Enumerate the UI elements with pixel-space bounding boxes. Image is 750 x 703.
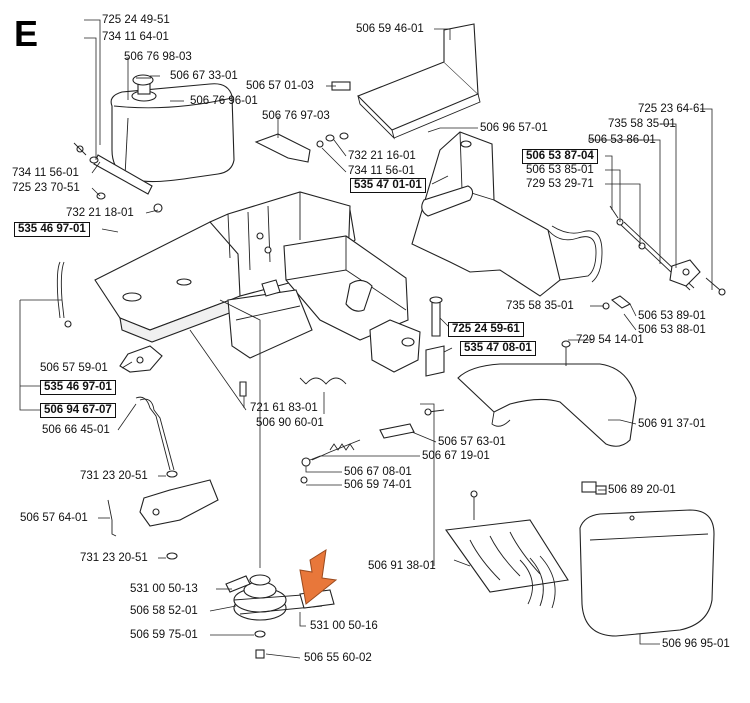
part-number-label: 732 21 16-01 xyxy=(348,150,416,162)
part-number-label: 735 58 35-01 xyxy=(506,300,574,312)
part-number-label: 731 23 20-51 xyxy=(80,470,148,482)
part-number-label-boxed: 506 53 87-04 xyxy=(522,149,598,164)
part-number-label: 506 67 08-01 xyxy=(344,466,412,478)
part-number-label-boxed: 725 24 59-61 xyxy=(448,322,524,337)
part-number-label: 506 76 98-03 xyxy=(124,51,192,63)
part-number-label: 729 53 29-71 xyxy=(526,178,594,190)
pointer-arrow-icon xyxy=(299,549,338,605)
part-number-label: 506 96 95-01 xyxy=(662,638,730,650)
part-number-label: 506 57 01-03 xyxy=(246,80,314,92)
part-number-label: 734 11 56-01 xyxy=(348,165,415,177)
front-side-panel xyxy=(579,481,715,637)
part-number-label: 506 76 96-01 xyxy=(190,95,258,107)
part-number-label: 506 66 45-01 xyxy=(42,424,110,436)
part-number-label: 506 89 20-01 xyxy=(608,484,676,496)
part-number-label-boxed: 535 47 01-01 xyxy=(350,178,426,193)
pivot-plate xyxy=(369,296,445,377)
part-number-label: 506 59 74-01 xyxy=(344,479,412,491)
rear-cover xyxy=(457,340,637,447)
part-number-label-boxed: 535 46 97-01 xyxy=(40,380,116,395)
part-number-label: 506 67 19-01 xyxy=(422,450,490,462)
part-number-label: 731 23 20-51 xyxy=(80,552,148,564)
part-number-label: 506 76 97-03 xyxy=(262,110,330,122)
part-number-label: 531 00 50-13 xyxy=(130,583,198,595)
part-number-label-boxed: 535 47 08-01 xyxy=(460,341,536,356)
part-number-label: 506 90 60-01 xyxy=(256,417,324,429)
grille-guard xyxy=(445,490,569,609)
part-number-label: 734 11 64-01 xyxy=(102,31,169,43)
part-number-label: 732 21 18-01 xyxy=(66,207,134,219)
section-letter: E xyxy=(14,13,39,54)
part-number-label: 506 55 60-02 xyxy=(304,652,372,664)
part-number-label-boxed: 506 94 67-07 xyxy=(40,403,116,418)
part-number-label: 506 91 37-01 xyxy=(638,418,706,430)
part-number-label: 506 59 75-01 xyxy=(130,629,198,641)
part-number-label: 506 91 38-01 xyxy=(368,560,436,572)
part-number-label: 506 53 88-01 xyxy=(638,324,706,336)
part-number-label: 506 57 64-01 xyxy=(20,512,88,524)
part-number-label: 506 53 86-01 xyxy=(588,134,656,146)
part-number-label: 734 11 56-01 xyxy=(12,167,79,179)
part-number-label: 506 96 57-01 xyxy=(480,122,548,134)
seat-pan xyxy=(331,23,481,140)
part-number-label: 506 57 63-01 xyxy=(438,436,506,448)
part-number-label: 506 57 59-01 xyxy=(40,362,108,374)
part-number-label: 531 00 50-16 xyxy=(310,620,378,632)
part-number-label: 725 24 49-51 xyxy=(102,14,170,26)
part-number-label: 506 58 52-01 xyxy=(130,605,198,617)
leader-lines xyxy=(19,19,713,659)
main-frame xyxy=(94,131,603,359)
part-number-label: 506 59 46-01 xyxy=(356,23,424,35)
spring-and-links xyxy=(239,377,445,484)
part-number-label: 721 61 83-01 xyxy=(250,402,318,414)
part-number-label: 725 23 70-51 xyxy=(12,182,80,194)
part-number-label: 729 54 14-01 xyxy=(576,334,644,346)
link-rods xyxy=(56,261,219,560)
part-number-label: 506 53 85-01 xyxy=(526,164,594,176)
part-number-label: 725 23 64-61 xyxy=(638,103,706,115)
part-number-label: 506 67 33-01 xyxy=(170,70,238,82)
fuel-tank xyxy=(110,74,235,183)
tank-bracket-right xyxy=(254,132,349,163)
part-number-label: 735 58 35-01 xyxy=(608,118,676,130)
rear-lever-assembly xyxy=(602,205,726,310)
part-number-label-boxed: 535 46 97-01 xyxy=(14,222,90,237)
part-number-label: 506 53 89-01 xyxy=(638,310,706,322)
